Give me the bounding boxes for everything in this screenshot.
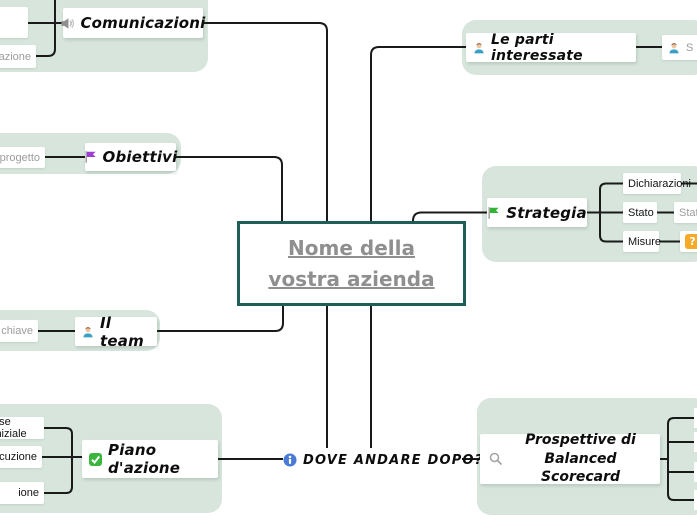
node-strategia[interactable]: Strategia (487, 198, 587, 227)
node-stato[interactable]: Stato (623, 202, 657, 223)
node-label: li chiave (0, 325, 33, 337)
node-central-topic[interactable]: Nome della vostra azienda (237, 221, 466, 306)
flag-icon (84, 150, 98, 164)
node-label: Stato (628, 206, 654, 219)
central-topic-line1: Nome della (288, 235, 415, 260)
node-parti-interessate[interactable]: Le parti interessate (466, 31, 636, 64)
node-cut-piano-child-1[interactable]: ase iniziale (0, 416, 44, 440)
node-prospettive-balanced-scorecard[interactable]: Prospettive di Balanced Scorecard (480, 432, 660, 485)
node-cut-team-child[interactable]: li chiave (0, 320, 38, 342)
node-cut-stato-child[interactable]: Stat (674, 202, 697, 223)
node-dove-andare-dopo[interactable]: DOVE ANDARE DOPO? (283, 451, 483, 469)
node-comunicazioni[interactable]: Comunicazioni (60, 8, 206, 38)
check-icon (88, 452, 103, 467)
node-cut-prospettive-child-2[interactable] (694, 432, 697, 452)
node-misure[interactable]: Misure (623, 231, 662, 252)
node-label: Comunicazioni (80, 14, 206, 32)
prospettive-line2: Balanced Scorecard (540, 450, 621, 486)
node-label: ase iniziale (0, 416, 27, 440)
node-cut-prospettive-child-3[interactable] (694, 462, 697, 482)
node-label: S (686, 41, 694, 54)
node-label: DOVE ANDARE DOPO? (303, 452, 484, 468)
person-icon (472, 41, 486, 55)
node-label: Dichiarazioni (628, 177, 691, 190)
node-label: Misure (628, 235, 662, 248)
node-cut-parti-child[interactable]: S (662, 35, 697, 60)
node-label: azione (0, 50, 31, 63)
node-label: Strategia (506, 203, 587, 222)
node-label: ione (18, 487, 39, 499)
node-label: Piano d'azione (108, 441, 181, 477)
node-cut-prospettive-child-1[interactable] (694, 408, 697, 428)
node-cut-comunicazioni-child-1[interactable] (0, 7, 28, 38)
node-label: Le parti interessate (491, 31, 583, 64)
flag-icon (487, 206, 501, 220)
node-cut-obiettivi-child[interactable]: l progetto (0, 147, 45, 168)
speaker-icon (60, 16, 75, 31)
node-il-team[interactable]: Il team (75, 314, 157, 350)
magnifier-icon (488, 451, 504, 467)
node-label: l progetto (0, 151, 40, 164)
node-label: Stat (679, 206, 697, 219)
node-cut-piano-child-2[interactable]: secuzione (0, 446, 42, 468)
prospettive-line1: Prospettive di (525, 431, 636, 448)
node-dichiarazioni[interactable]: Dichiarazioni (623, 173, 691, 194)
node-label: Il team (100, 313, 144, 350)
node-piano-dazione[interactable]: Piano d'azione (82, 440, 218, 478)
node-label: secuzione (0, 451, 37, 463)
node-cut-comunicazioni-child-2[interactable]: azione (0, 45, 36, 68)
central-topic-line2: vostra azienda (268, 266, 435, 291)
question-icon: ? (685, 234, 697, 249)
node-cut-prospettive-child-4[interactable] (694, 490, 697, 510)
node-label: Obiettivi (102, 148, 178, 166)
node-cut-misure-child[interactable]: ? (680, 231, 697, 252)
node-obiettivi[interactable]: Obiettivi (84, 143, 178, 171)
person-icon (81, 325, 95, 339)
person-icon (667, 41, 681, 55)
info-icon (283, 453, 297, 467)
node-label: Prospettive di Balanced Scorecard (509, 431, 652, 488)
node-cut-piano-child-3[interactable]: ione (0, 482, 44, 504)
